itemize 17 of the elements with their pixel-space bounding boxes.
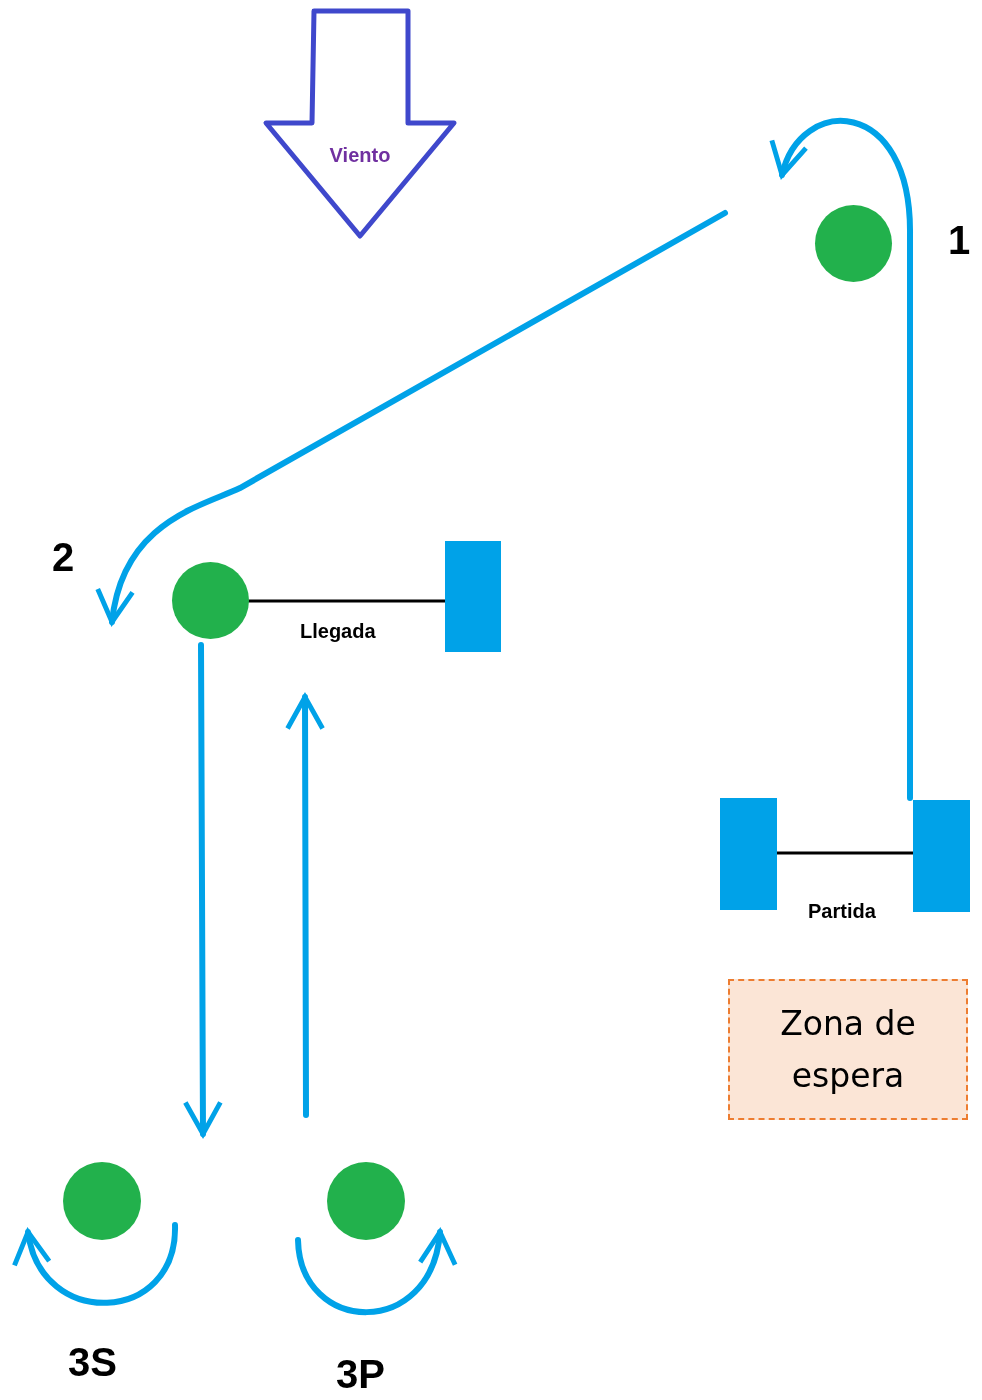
mark-number: 3P (336, 1352, 385, 1397)
line-flag (445, 541, 501, 652)
mark-number: 3S (68, 1340, 117, 1385)
mark-number: 1 (948, 218, 971, 263)
wind-label: Viento (329, 144, 391, 167)
line-flag (913, 800, 970, 912)
course-arrow (97, 210, 728, 625)
waiting-zone-box (728, 979, 968, 1120)
start-finish-line (247, 599, 447, 603)
zone-label: Zona de espera (779, 1003, 917, 1097)
edge-label: Partida (808, 900, 876, 923)
course-arrow (182, 642, 223, 1137)
mark-number: 2 (52, 535, 75, 580)
edge-label: Llegada (300, 620, 376, 643)
wind-arrow (262, 8, 458, 240)
line-flag (720, 798, 777, 910)
course-arrow (285, 694, 326, 1118)
